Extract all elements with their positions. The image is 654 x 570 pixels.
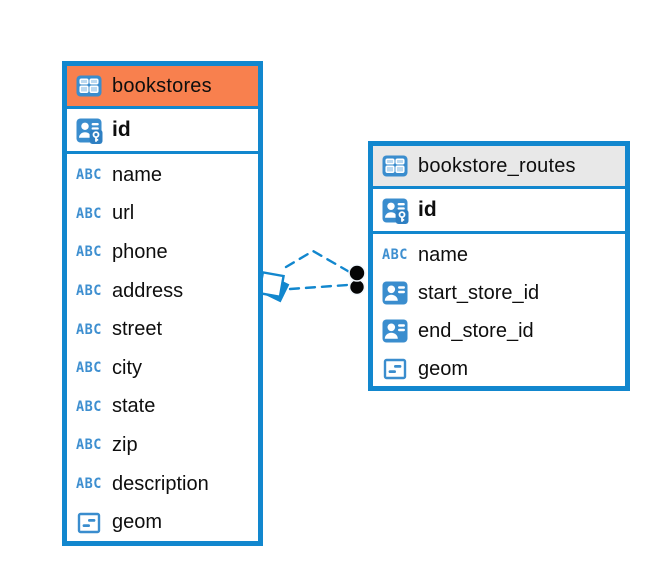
text-type-icon: ABC — [75, 475, 103, 493]
field-row[interactable]: ABC url — [67, 195, 258, 234]
text-type-icon-label: ABC — [76, 282, 102, 300]
relationship-line-end-store[interactable] — [288, 283, 349, 291]
field-name: phone — [112, 240, 168, 263]
field-row[interactable]: geom — [373, 350, 625, 388]
field-row[interactable]: start_store_id — [373, 274, 625, 312]
text-type-icon: ABC — [75, 437, 103, 454]
relationship-target-dots — [348, 264, 366, 296]
field-row[interactable]: ABC city — [67, 349, 258, 388]
field-row[interactable]: ABC name — [373, 236, 625, 274]
field-row[interactable]: ABC name — [67, 156, 258, 195]
field-row[interactable]: ABC state — [67, 388, 258, 427]
field-row[interactable]: ABC address — [67, 272, 258, 311]
table-bookstore-routes[interactable]: bookstore_routes id — [368, 141, 630, 391]
text-type-icon-label: ABC — [76, 244, 102, 261]
field-row[interactable]: end_store_id — [373, 312, 625, 350]
geometry-type-icon — [75, 511, 103, 535]
text-type-icon: ABC — [75, 398, 103, 416]
text-type-icon-label: ABC — [76, 475, 102, 493]
table-bookstores[interactable]: bookstores id ABC — [62, 61, 263, 546]
text-type-icon: ABC — [75, 205, 103, 223]
text-type-icon: ABC — [75, 244, 103, 261]
table-title: bookstores — [112, 74, 212, 97]
text-type-icon-label: ABC — [76, 321, 102, 339]
table-header[interactable]: bookstores — [67, 66, 258, 109]
text-type-icon-label: ABC — [76, 166, 102, 184]
primary-key-name: id — [418, 198, 437, 221]
primary-key-row[interactable]: id — [373, 189, 625, 234]
primary-key-icon — [75, 117, 103, 144]
field-name: end_store_id — [418, 319, 534, 342]
text-type-icon: ABC — [75, 166, 103, 184]
foreign-key-icon — [381, 318, 409, 344]
field-row[interactable]: ABC zip — [67, 426, 258, 465]
primary-key-icon — [381, 197, 409, 224]
table-icon — [75, 73, 103, 99]
field-row[interactable]: ABC description — [67, 465, 258, 504]
target-dot-icon — [348, 264, 366, 282]
field-name: state — [112, 395, 156, 418]
primary-key-row[interactable]: id — [67, 109, 258, 154]
relationship-source-marker — [257, 271, 290, 303]
field-row[interactable]: ABC phone — [67, 233, 258, 272]
geometry-type-icon — [381, 357, 409, 381]
field-name: geom — [112, 511, 163, 534]
field-row[interactable]: ABC street — [67, 310, 258, 349]
field-name: start_store_id — [418, 281, 540, 304]
primary-key-name: id — [112, 118, 131, 141]
field-list: ABC name start_store_id — [373, 234, 625, 388]
field-name: name — [112, 163, 163, 186]
text-type-icon: ABC — [75, 321, 103, 339]
field-name: zip — [112, 433, 138, 456]
text-type-icon-label: ABC — [76, 359, 102, 377]
table-icon — [381, 153, 409, 179]
text-type-icon: ABC — [381, 246, 409, 264]
field-name: url — [112, 202, 135, 225]
text-type-icon-label: ABC — [382, 246, 408, 264]
field-name: name — [418, 243, 469, 266]
field-row[interactable]: geom — [67, 503, 258, 542]
relationship-line-start-store[interactable] — [284, 249, 355, 276]
text-type-icon-label: ABC — [76, 437, 102, 454]
text-type-icon: ABC — [75, 359, 103, 377]
field-name: street — [112, 318, 163, 341]
foreign-key-icon — [381, 280, 409, 306]
field-name: city — [112, 356, 142, 379]
field-list: ABC name ABC url ABC phone ABC address A… — [67, 154, 258, 542]
field-name: geom — [418, 357, 469, 380]
field-name: address — [112, 279, 184, 302]
text-type-icon-label: ABC — [76, 398, 102, 416]
field-name: description — [112, 472, 209, 495]
text-type-icon-label: ABC — [76, 205, 102, 223]
table-title: bookstore_routes — [418, 154, 576, 177]
table-header[interactable]: bookstore_routes — [373, 146, 625, 189]
text-type-icon: ABC — [75, 282, 103, 300]
